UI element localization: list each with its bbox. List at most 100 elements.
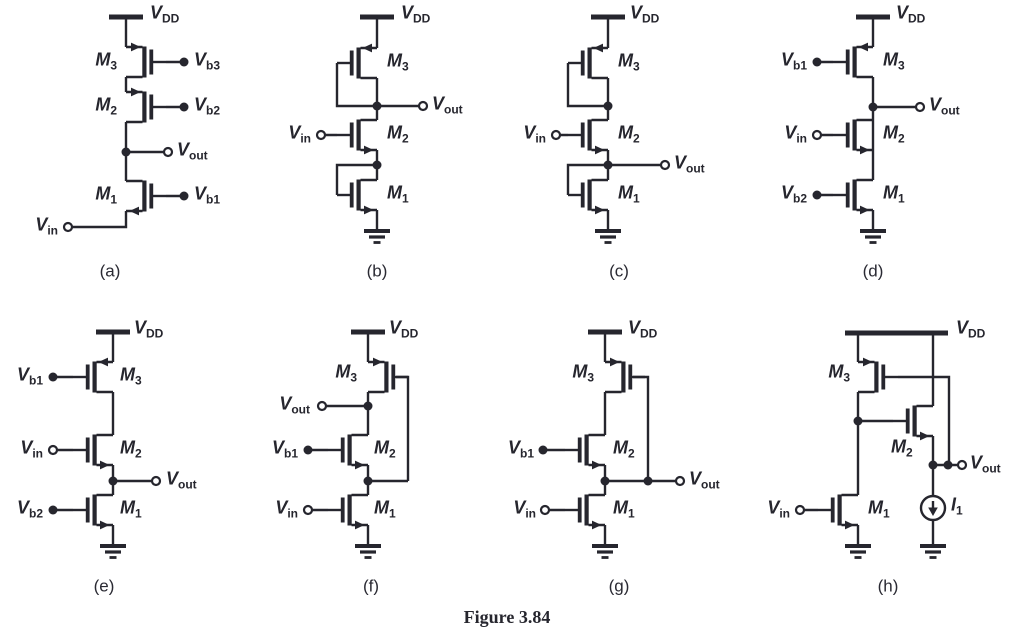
label-vb1-d: Vb1 xyxy=(780,49,807,73)
transistor-m3 xyxy=(603,356,647,394)
vb1-terminal-dot xyxy=(812,57,822,67)
ground-symbol xyxy=(362,229,392,245)
vin-terminal xyxy=(62,221,74,233)
label-m2-b: M2 xyxy=(387,122,409,146)
label-vdd-a: VDD xyxy=(150,2,180,26)
transistor-m3 xyxy=(71,356,115,394)
label-m1-e: M1 xyxy=(120,497,142,521)
vb2-terminal-dot xyxy=(48,505,58,515)
transistor-m1 xyxy=(71,493,115,531)
label-vout-d: Vout xyxy=(929,94,960,118)
label-m3-a: M3 xyxy=(95,49,117,73)
transistor-m2 xyxy=(71,433,115,471)
label-vin-e: Vin xyxy=(20,437,43,461)
ground-symbol xyxy=(593,229,623,245)
label-m2-h: M2 xyxy=(891,436,913,460)
ground-symbol xyxy=(590,544,620,560)
label-m2-e: M2 xyxy=(120,437,142,461)
label-vout-h: Vout xyxy=(970,452,1001,476)
circuit-g xyxy=(538,329,686,560)
output-node-dot xyxy=(600,476,610,486)
label-m3-e: M3 xyxy=(120,364,142,388)
label-vin-a: Vin xyxy=(35,214,58,238)
label-vin-d: Vin xyxy=(784,122,807,146)
vout-terminal xyxy=(150,475,162,487)
circuit-c xyxy=(550,14,671,245)
vb2-terminal-dot xyxy=(812,190,822,200)
output-node-dot xyxy=(928,460,938,470)
transistor-m1 xyxy=(563,493,607,531)
figure-caption: Figure 3.84 xyxy=(463,607,551,627)
label-m1-g: M1 xyxy=(613,497,635,521)
vin-terminal xyxy=(315,129,327,141)
transistor-m1 xyxy=(326,493,370,531)
circuit-f xyxy=(302,329,410,560)
label-vdd-f: VDD xyxy=(389,317,419,341)
transistor-m1 xyxy=(335,178,379,216)
label-vb1-g: Vb1 xyxy=(507,437,534,461)
label-m2-a: M2 xyxy=(95,94,117,118)
label-vout-e: Vout xyxy=(166,468,197,492)
label-vdd-c: VDD xyxy=(630,2,660,26)
transistor-m2 xyxy=(891,404,935,442)
label-i1-h: I1 xyxy=(951,494,963,518)
transistor-m2 xyxy=(326,433,370,471)
mid-node-dot xyxy=(363,476,373,486)
transistor-m3 xyxy=(566,42,610,80)
caption-d: (d) xyxy=(862,261,884,281)
label-vb2-a: Vb2 xyxy=(194,94,221,118)
output-node-dot xyxy=(868,102,878,112)
label-vdd-g: VDD xyxy=(628,317,658,341)
transistor-m2 xyxy=(566,118,610,156)
caption-c: (c) xyxy=(609,261,629,281)
label-m1-f: M1 xyxy=(374,497,396,521)
output-node-dot xyxy=(121,147,131,157)
vin-terminal xyxy=(794,504,806,516)
caption-f: (f) xyxy=(362,576,380,596)
vin-terminal xyxy=(811,129,823,141)
label-vout-g: Vout xyxy=(689,468,720,492)
circuit-h xyxy=(794,330,968,560)
caption-b: (b) xyxy=(366,261,388,281)
vb3-terminal-dot xyxy=(179,57,189,67)
label-m1-c: M1 xyxy=(618,182,640,206)
label-vb1-e: Vb1 xyxy=(16,364,43,388)
label-m3-g: M3 xyxy=(572,361,594,385)
label-m1-h: M1 xyxy=(868,497,890,521)
ground-symbol xyxy=(858,229,888,245)
wires xyxy=(560,17,661,230)
vb1-terminal-dot xyxy=(303,445,313,455)
vout-terminal xyxy=(674,475,686,487)
label-vout-c: Vout xyxy=(674,152,705,176)
label-m1-b: M1 xyxy=(387,182,409,206)
transistor-m3 xyxy=(366,356,410,394)
label-m3-d: M3 xyxy=(883,49,905,73)
label-m3-h: M3 xyxy=(828,361,850,385)
label-vb2-d: Vb2 xyxy=(780,182,807,206)
transistor-m1 xyxy=(124,179,168,217)
transistor-m3 xyxy=(335,42,379,80)
vout-terminal xyxy=(162,146,174,158)
transistor-m1 xyxy=(831,178,875,216)
vout-terminal xyxy=(417,100,429,112)
output-node-dot xyxy=(372,101,382,111)
label-m3-b: M3 xyxy=(387,50,409,74)
transistor-m1 xyxy=(816,493,860,531)
output-node-dot xyxy=(108,476,118,486)
vout-terminal xyxy=(659,159,671,171)
label-vdd-d: VDD xyxy=(896,2,926,26)
vout-terminal xyxy=(316,400,328,412)
label-m3-f: M3 xyxy=(335,361,357,385)
label-vout-a: Vout xyxy=(177,139,208,163)
ground-symbol-right xyxy=(918,544,948,560)
wires xyxy=(821,17,916,230)
gate-node-dot xyxy=(853,416,863,426)
top-node-dot xyxy=(603,101,613,111)
feedback-node-dot xyxy=(943,460,953,470)
vb2-terminal-dot xyxy=(179,102,189,112)
transistor-m2 xyxy=(335,118,379,156)
label-vdd-e: VDD xyxy=(134,317,164,341)
label-m1-a: M1 xyxy=(95,183,117,207)
label-vb1-f: Vb1 xyxy=(271,437,298,461)
